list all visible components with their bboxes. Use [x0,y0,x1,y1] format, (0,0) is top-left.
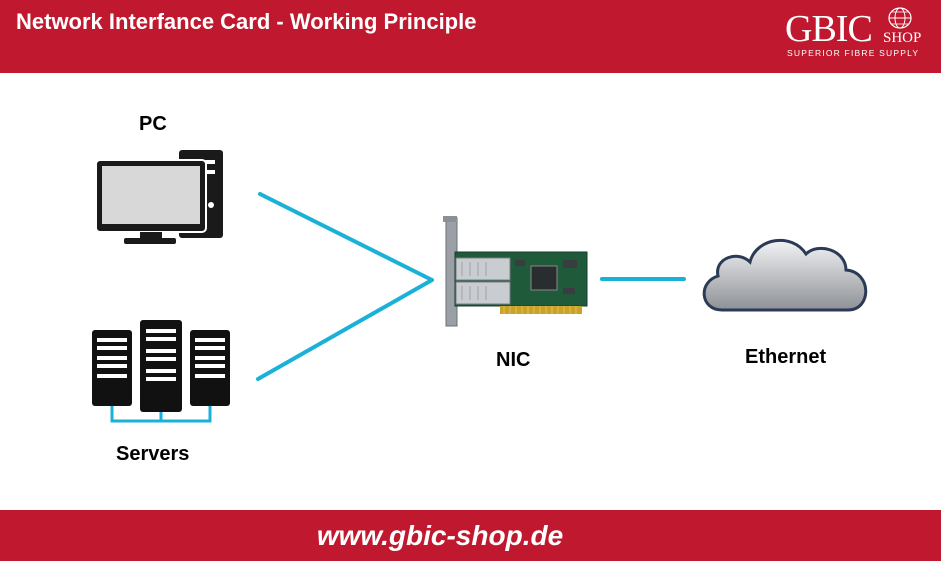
pc-to-nic-line [258,192,434,282]
connector-lines [256,192,686,381]
ethernet-label: Ethernet [745,346,827,368]
pc-label: PC [139,113,167,135]
gbic-shop-logo[interactable]: GBIC SHOP SUPERIOR FIBRE SUPPLY [783,7,933,65]
nic-label: NIC [496,349,531,371]
page-title: Network Interfance Card - Working Princi… [16,9,477,34]
footer-bar: www.gbic-shop.de [0,510,941,561]
logo-shop-text: SHOP [883,30,922,46]
servers-to-nic-line [256,278,434,381]
logo-tagline: SUPERIOR FIBRE SUPPLY [787,48,920,58]
server-unit-center [140,320,182,412]
cloud-icon [702,238,868,312]
server-unit-right [190,330,230,406]
network-card-icon [443,216,588,327]
servers-label: Servers [116,443,190,465]
header-bar: Network Interfance Card - Working Princi… [0,0,941,76]
website-url-link[interactable]: www.gbic-shop.de [316,520,564,551]
logo-wordmark: GBIC [785,8,873,50]
globe-icon [888,7,912,29]
server-unit-left [92,330,132,406]
server-rack-icon [92,320,230,423]
desktop-computer-icon [95,150,223,244]
